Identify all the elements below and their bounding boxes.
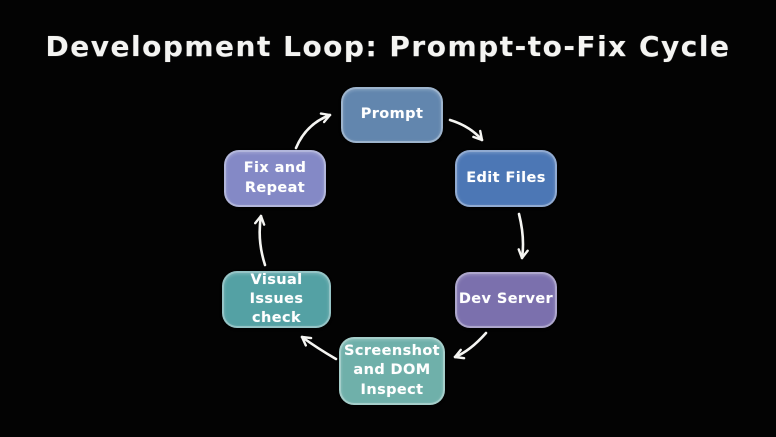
node-screenshot-dom-inspect: Screenshot and DOM Inspect xyxy=(339,337,445,405)
arrow-screenshot-to-visual-issues xyxy=(300,335,338,361)
node-dev-server: Dev Server xyxy=(455,272,557,328)
diagram-title: Development Loop: Prompt-to-Fix Cycle xyxy=(45,30,731,63)
node-prompt: Prompt xyxy=(341,87,443,143)
node-visual-issues-check: Visual Issues check xyxy=(222,271,331,328)
node-edit-files: Edit Files xyxy=(455,150,557,207)
node-fix-and-repeat: Fix and Repeat xyxy=(224,150,326,207)
arrow-dev-server-to-screenshot xyxy=(453,331,488,360)
arrow-edit-files-to-dev-server xyxy=(517,212,529,260)
arrow-prompt-to-edit-files xyxy=(448,118,484,142)
arrow-visual-issues-to-fix xyxy=(254,214,267,267)
arrow-fix-to-prompt xyxy=(294,112,332,150)
